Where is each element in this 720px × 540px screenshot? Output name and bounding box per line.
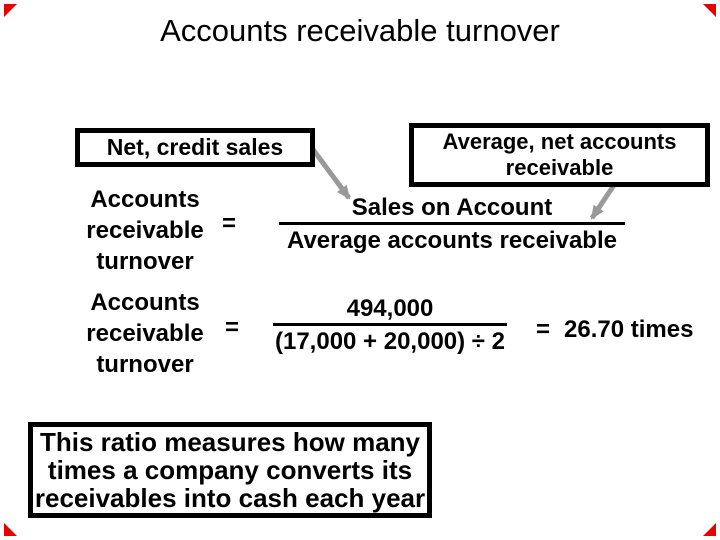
average-net-ar-line1: Average, net accounts [442,129,677,154]
formula1-fraction: Sales on Account Average accounts receiv… [279,194,625,255]
result-equals-sign: = [536,316,551,343]
formula1-label-line2: receivable [86,217,204,244]
formula1-numerator: Sales on Account [351,194,553,221]
formula1-fraction-bar [279,222,625,225]
description-line1: This ratio measures how many [39,427,420,457]
description-line2: times a company converts its [47,455,413,485]
result-value: 26.70 times [564,316,694,343]
formula2-label-line1: Accounts [90,289,200,316]
slide-title: Accounts receivable turnover [160,13,560,48]
net-credit-sales-box: Net, credit sales [75,128,315,167]
formula1-label-line1: Accounts [90,186,200,213]
formula2-fraction: 494,000 (17,000 + 20,000) ÷ 2 [270,295,510,356]
formula2-label: Accounts receivable turnover [60,287,230,380]
formula1-label: Accounts receivable turnover [60,184,230,277]
formula2-equals-sign: = [225,314,240,341]
formula2-label-line2: receivable [86,320,204,347]
description-line3: receivables into cash each year [34,483,426,513]
formula1-label-line3: turnover [96,248,194,275]
description-box: This ratio measures how many times a com… [28,422,432,518]
average-net-ar-line2: receivable [505,155,614,180]
formula2-denominator: (17,000 + 20,000) ÷ 2 [274,328,505,355]
net-credit-sales-label: Net, credit sales [106,134,284,160]
formula2-result: = 26.70 times [536,316,693,344]
formula1-equals-sign: = [222,210,237,237]
average-net-ar-box: Average, net accounts receivable [409,123,710,187]
formula1-denominator: Average accounts receivable [287,227,617,254]
formula2-label-line3: turnover [96,351,194,378]
formula2-fraction-bar [273,323,507,326]
formula2-numerator: 494,000 [346,295,434,322]
